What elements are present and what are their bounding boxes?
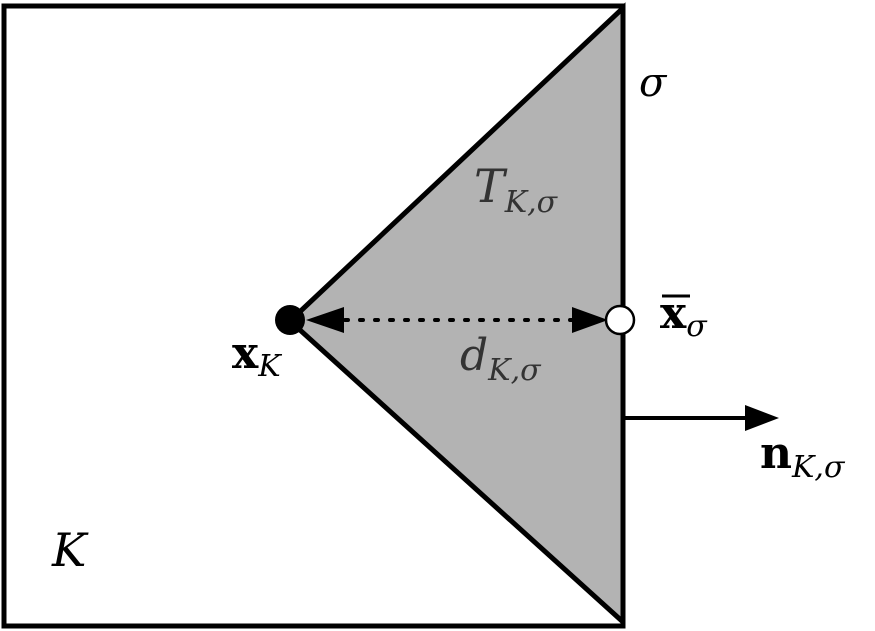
triangle-label: TK,σ xyxy=(474,159,559,220)
normal-label: nK,σ xyxy=(760,428,846,485)
normal-label-main: n xyxy=(760,428,792,479)
normal-label-sub: K,σ xyxy=(791,450,846,485)
normal-arrowhead xyxy=(745,405,779,431)
distance-label: dK,σ xyxy=(460,330,542,388)
triangle-label-sub: K,σ xyxy=(504,185,559,220)
edge-point-label: xσ xyxy=(660,288,708,344)
center-point-label-main: x xyxy=(232,328,259,379)
distance-arrowhead-left xyxy=(306,307,344,333)
center-point-label: xK xyxy=(232,328,282,384)
distance-arrowhead-right xyxy=(572,307,608,333)
edge-point-x-sigma xyxy=(604,304,636,336)
edge-point-label-sub: σ xyxy=(686,309,708,344)
edge-sigma-label: σ xyxy=(639,60,668,106)
edge-point-label-main: x xyxy=(660,288,687,339)
triangle-label-main: T xyxy=(474,159,508,213)
distance-label-sub: K,σ xyxy=(487,353,542,388)
center-point-x-k xyxy=(275,305,305,335)
cell-label: K xyxy=(51,523,89,577)
distance-label-main: d xyxy=(460,330,488,381)
center-point-label-sub: K xyxy=(257,349,282,384)
